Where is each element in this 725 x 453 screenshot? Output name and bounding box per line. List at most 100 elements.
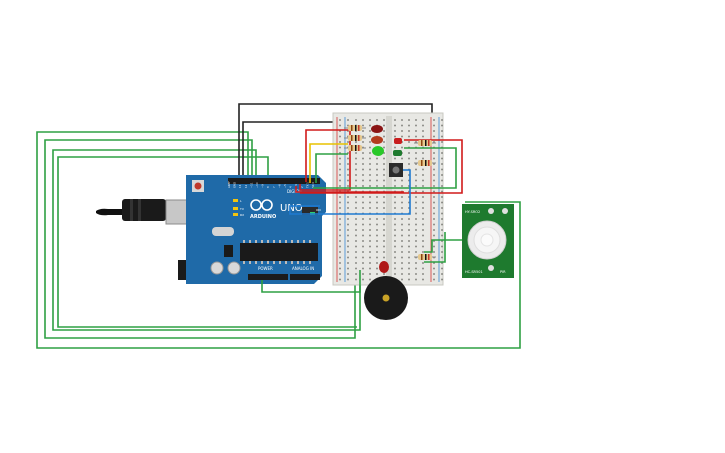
breadboard-hole[interactable] <box>383 223 385 226</box>
breadboard-hole[interactable] <box>347 179 349 182</box>
breadboard-hole[interactable] <box>415 240 417 242</box>
black-wires[interactable] <box>238 103 433 178</box>
breadboard-hole[interactable] <box>408 190 410 193</box>
breadboard-hole[interactable] <box>441 273 443 275</box>
breadboard-hole[interactable] <box>355 157 357 160</box>
breadboard-hole[interactable] <box>369 130 371 132</box>
breadboard-hole[interactable] <box>433 141 435 143</box>
breadboard-hole[interactable] <box>433 212 435 215</box>
breadboard-hole[interactable] <box>339 251 341 253</box>
breadboard-hole[interactable] <box>433 262 435 264</box>
breadboard-hole[interactable] <box>369 135 371 138</box>
breadboard-hole[interactable] <box>383 245 385 248</box>
breadboard-hole[interactable] <box>408 207 410 209</box>
breadboard-hole[interactable] <box>376 267 378 270</box>
breadboard-hole[interactable] <box>422 135 424 138</box>
breadboard-hole[interactable] <box>355 218 357 220</box>
breadboard-hole[interactable] <box>433 267 435 270</box>
breadboard-hole[interactable] <box>339 146 341 149</box>
breadboard-hole[interactable] <box>347 130 349 132</box>
breadboard-hole[interactable] <box>339 256 341 259</box>
breadboard-hole[interactable] <box>422 157 424 160</box>
breadboard-hole[interactable] <box>441 267 443 270</box>
breadboard-hole[interactable] <box>433 229 435 231</box>
breadboard-hole[interactable] <box>347 119 349 121</box>
red-wires[interactable] <box>295 129 463 194</box>
breadboard-hole[interactable] <box>441 163 443 165</box>
breadboard-hole[interactable] <box>441 207 443 209</box>
breadboard-hole[interactable] <box>383 124 385 127</box>
breadboard-hole[interactable] <box>394 267 396 270</box>
breadboard-hole[interactable] <box>376 256 378 259</box>
breadboard-hole[interactable] <box>394 256 396 259</box>
breadboard-hole[interactable] <box>347 201 349 204</box>
breadboard-hole[interactable] <box>441 179 443 182</box>
breadboard-hole[interactable] <box>433 163 435 165</box>
breadboard-hole[interactable] <box>415 152 417 154</box>
breadboard-hole[interactable] <box>415 278 417 281</box>
breadboard-hole[interactable] <box>401 245 403 248</box>
breadboard-hole[interactable] <box>347 174 349 176</box>
breadboard-hole[interactable] <box>401 201 403 204</box>
breadboard-hole[interactable] <box>408 278 410 281</box>
breadboard-hole[interactable] <box>355 223 357 226</box>
breadboard-hole[interactable] <box>369 119 371 121</box>
breadboard-hole[interactable] <box>347 207 349 209</box>
breadboard-hole[interactable] <box>383 157 385 160</box>
breadboard-hole[interactable] <box>394 218 396 220</box>
breadboard-hole[interactable] <box>355 152 357 154</box>
breadboard-hole[interactable] <box>369 278 371 281</box>
breadboard-hole[interactable] <box>383 135 385 138</box>
breadboard-hole[interactable] <box>433 168 435 171</box>
breadboard-hole[interactable] <box>401 256 403 259</box>
breadboard-hole[interactable] <box>415 201 417 204</box>
breadboard-hole[interactable] <box>441 119 443 121</box>
breadboard-hole[interactable] <box>415 190 417 193</box>
breadboard-hole[interactable] <box>369 185 371 187</box>
breadboard-hole[interactable] <box>347 185 349 187</box>
breadboard-hole[interactable] <box>362 223 364 226</box>
breadboard-hole[interactable] <box>362 157 364 160</box>
breadboard-hole[interactable] <box>401 130 403 132</box>
breadboard-hole[interactable] <box>433 185 435 187</box>
breadboard-hole[interactable] <box>394 262 396 264</box>
breadboard-hole[interactable] <box>362 278 364 281</box>
breadboard-hole[interactable] <box>355 229 357 231</box>
breadboard-hole[interactable] <box>347 196 349 198</box>
breadboard-hole[interactable] <box>383 119 385 121</box>
breadboard-hole[interactable] <box>401 240 403 242</box>
breadboard-hole[interactable] <box>408 179 410 182</box>
breadboard-hole[interactable] <box>369 229 371 231</box>
breadboard-hole[interactable] <box>383 251 385 253</box>
breadboard-hole[interactable] <box>422 119 424 121</box>
breadboard-hole[interactable] <box>441 240 443 242</box>
breadboard-hole[interactable] <box>347 240 349 242</box>
breadboard-hole[interactable] <box>362 163 364 165</box>
breadboard-hole[interactable] <box>441 157 443 160</box>
breadboard-hole[interactable] <box>339 223 341 226</box>
breadboard-hole[interactable] <box>408 119 410 121</box>
breadboard-hole[interactable] <box>394 229 396 231</box>
breadboard-hole[interactable] <box>362 267 364 270</box>
breadboard-hole[interactable] <box>415 135 417 138</box>
breadboard-hole[interactable] <box>408 251 410 253</box>
breadboard-hole[interactable] <box>422 130 424 132</box>
breadboard-hole[interactable] <box>347 168 349 171</box>
breadboard-hole[interactable] <box>394 185 396 187</box>
breadboard-hole[interactable] <box>415 212 417 215</box>
breadboard-hole[interactable] <box>422 196 424 198</box>
breadboard-hole[interactable] <box>441 201 443 204</box>
breadboard-hole[interactable] <box>347 218 349 220</box>
breadboard-hole[interactable] <box>408 256 410 259</box>
breadboard-hole[interactable] <box>369 223 371 226</box>
breadboard-hole[interactable] <box>362 201 364 204</box>
breadboard-hole[interactable] <box>355 185 357 187</box>
breadboard-hole[interactable] <box>433 157 435 160</box>
breadboard-hole[interactable] <box>408 267 410 270</box>
breadboard-hole[interactable] <box>362 256 364 259</box>
breadboard-hole[interactable] <box>394 223 396 226</box>
breadboard-hole[interactable] <box>376 179 378 182</box>
breadboard-hole[interactable] <box>433 273 435 275</box>
breadboard-hole[interactable] <box>433 240 435 242</box>
breadboard-hole[interactable] <box>415 157 417 160</box>
